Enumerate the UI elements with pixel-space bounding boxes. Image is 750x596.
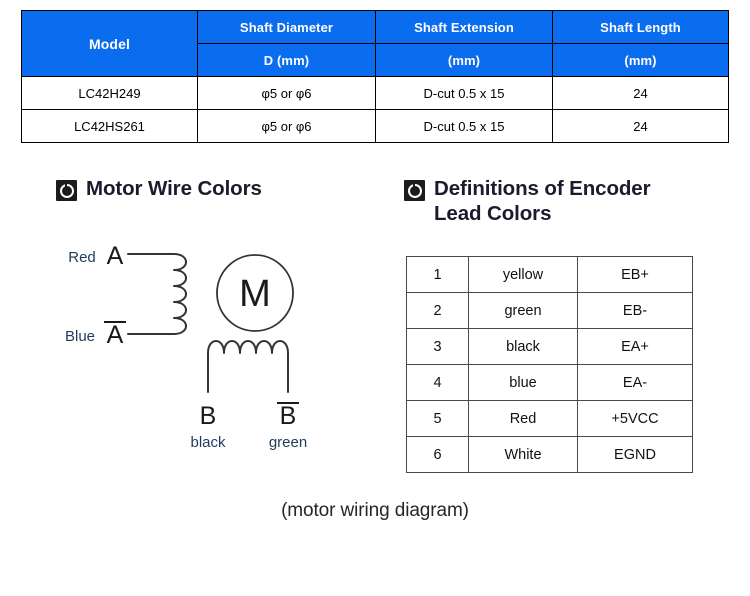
cell-pin-number: 5 [406, 400, 469, 437]
cell-signal: EA+ [577, 328, 693, 365]
wire-color-label-red: Red [68, 249, 96, 266]
shaft-specification-table: Model Shaft Diameter Shaft Extension Sha… [21, 10, 729, 143]
table-row: 3 black EA+ [406, 328, 693, 365]
target-bullet-icon [404, 180, 425, 201]
cell-lead-color: green [468, 292, 578, 329]
encoder-table-container: 1 yellow EB+ 2 green EB- 3 black EA+ 4 b… [406, 256, 693, 473]
phase-a-bar-label: A [107, 321, 124, 349]
cell-lead-color: White [468, 436, 578, 473]
cell-pin-number: 4 [406, 364, 469, 401]
motor-circle [216, 254, 294, 332]
header-unit-shaft-extension: (mm) [375, 43, 553, 77]
cell-shaft-length: 24 [552, 109, 729, 143]
encoder-section-heading: Definitions of Encoder Lead Colors [404, 176, 704, 226]
cell-lead-color: yellow [468, 256, 578, 293]
motor-section-title: Motor Wire Colors [86, 177, 262, 200]
motor-symbol-label: M [239, 273, 271, 315]
cell-shaft-extension: D-cut 0.5 x 15 [375, 109, 553, 143]
phase-a-label: A [107, 242, 124, 270]
cell-model: LC42HS261 [21, 109, 198, 143]
spec-table-container: Model Shaft Diameter Shaft Extension Sha… [21, 10, 729, 143]
table-row: 5 Red +5VCC [406, 400, 693, 437]
cell-shaft-diameter: φ5 or φ6 [197, 109, 376, 143]
encoder-title-line-2: Lead Colors [434, 202, 552, 225]
table-row: 2 green EB- [406, 292, 693, 329]
cell-shaft-length: 24 [552, 76, 729, 110]
cell-lead-color: Red [468, 400, 578, 437]
table-row: 4 blue EA- [406, 364, 693, 401]
header-unit-shaft-diameter: D (mm) [197, 43, 376, 77]
figure-caption: (motor wiring diagram) [281, 500, 469, 521]
cell-signal: EA- [577, 364, 693, 401]
table-header-row-unit: D (mm) (mm) (mm) [22, 43, 729, 77]
encoder-section-title: Definitions of Encoder Lead Colors [434, 176, 651, 226]
phase-b-label: B [200, 402, 217, 430]
cell-signal: +5VCC [577, 400, 693, 437]
header-cell-shaft-extension: Shaft Extension [375, 10, 553, 44]
table-row: LC42H249 φ5 or φ6 D-cut 0.5 x 15 24 [21, 76, 729, 110]
header-cell-shaft-diameter: Shaft Diameter [197, 10, 376, 44]
phase-b-bar-label: B [280, 402, 297, 430]
cell-shaft-diameter: φ5 or φ6 [197, 76, 376, 110]
table-row: 6 White EGND [406, 436, 693, 473]
target-bullet-icon [56, 180, 77, 201]
header-cell-shaft-length: Shaft Length [552, 10, 729, 44]
header-unit-shaft-length: (mm) [552, 43, 729, 77]
cell-pin-number: 1 [406, 256, 469, 293]
coil-phase-b [207, 340, 289, 393]
cell-signal: EGND [577, 436, 693, 473]
encoder-lead-colors-table: 1 yellow EB+ 2 green EB- 3 black EA+ 4 b… [406, 256, 693, 473]
wire-color-label-green: green [269, 434, 307, 451]
table-row: LC42HS261 φ5 or φ6 D-cut 0.5 x 15 24 [21, 109, 729, 143]
motor-wire-colors-section: Motor Wire Colors [56, 176, 386, 201]
coil-phase-a [173, 253, 187, 335]
encoder-title-line-1: Definitions of Encoder [434, 177, 651, 200]
wire-color-label-blue: Blue [65, 328, 95, 345]
header-cell-model: Model [21, 10, 198, 77]
table-header-row-title: Model Shaft Diameter Shaft Extension Sha… [21, 10, 729, 77]
table-row: 1 yellow EB+ [406, 256, 693, 293]
motor-wiring-diagram: M A Red A Blue B black B green [56, 222, 386, 462]
cell-model: LC42H249 [21, 76, 198, 110]
cell-signal: EB- [577, 292, 693, 329]
cell-lead-color: black [468, 328, 578, 365]
cell-pin-number: 2 [406, 292, 469, 329]
cell-lead-color: blue [468, 364, 578, 401]
cell-signal: EB+ [577, 256, 693, 293]
wire-color-label-black: black [190, 434, 226, 451]
encoder-lead-colors-section: Definitions of Encoder Lead Colors [404, 176, 704, 226]
cell-pin-number: 3 [406, 328, 469, 365]
motor-section-heading: Motor Wire Colors [56, 176, 386, 201]
cell-shaft-extension: D-cut 0.5 x 15 [375, 76, 553, 110]
cell-pin-number: 6 [406, 436, 469, 473]
